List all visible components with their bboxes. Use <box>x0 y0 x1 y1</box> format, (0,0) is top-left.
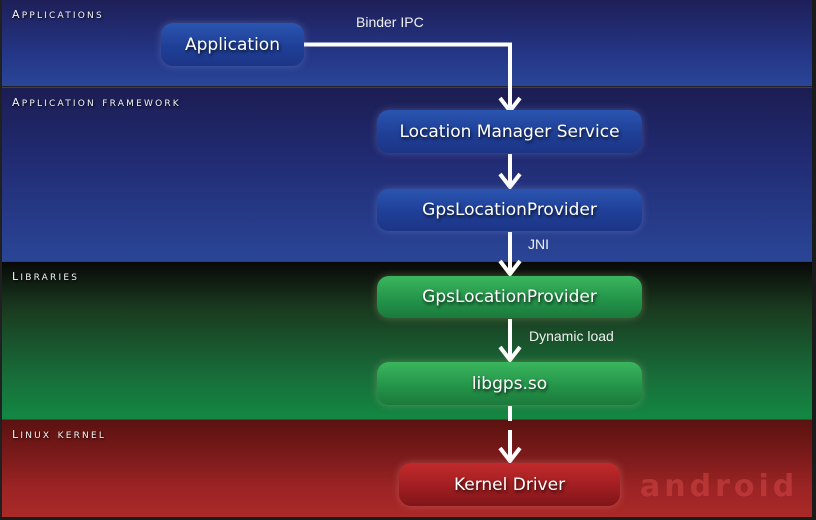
edge-label-jni: JNI <box>528 236 549 252</box>
layer-title-libraries: Libraries <box>12 265 80 284</box>
node-libgps: libgps.so <box>377 362 642 405</box>
layer-title-kernel: Linux Kernel <box>12 423 107 442</box>
node-kernel-driver: Kernel Driver <box>399 463 620 506</box>
node-location-manager-service: Location Manager Service <box>377 110 642 153</box>
node-gps-location-provider-native: GpsLocationProvider <box>377 276 642 318</box>
layer-title-framework: Application Framework <box>12 91 181 110</box>
edge-lms-to-gps-arrowhead <box>498 172 522 191</box>
android-watermark: android <box>640 469 799 504</box>
edge-libgps-to-driver-arrowhead <box>498 446 522 465</box>
layer-title-applications: Applications <box>12 3 104 22</box>
node-application: Application <box>161 23 304 66</box>
edge-label-dynamic-load: Dynamic load <box>529 328 614 344</box>
edge-binder-ipc <box>304 42 512 110</box>
node-gps-location-provider-java: GpsLocationProvider <box>377 189 642 231</box>
edge-jni-arrowhead <box>498 259 522 278</box>
edge-dynamic-load-arrowhead <box>498 345 522 364</box>
edge-label-binder-ipc: Binder IPC <box>356 14 424 30</box>
